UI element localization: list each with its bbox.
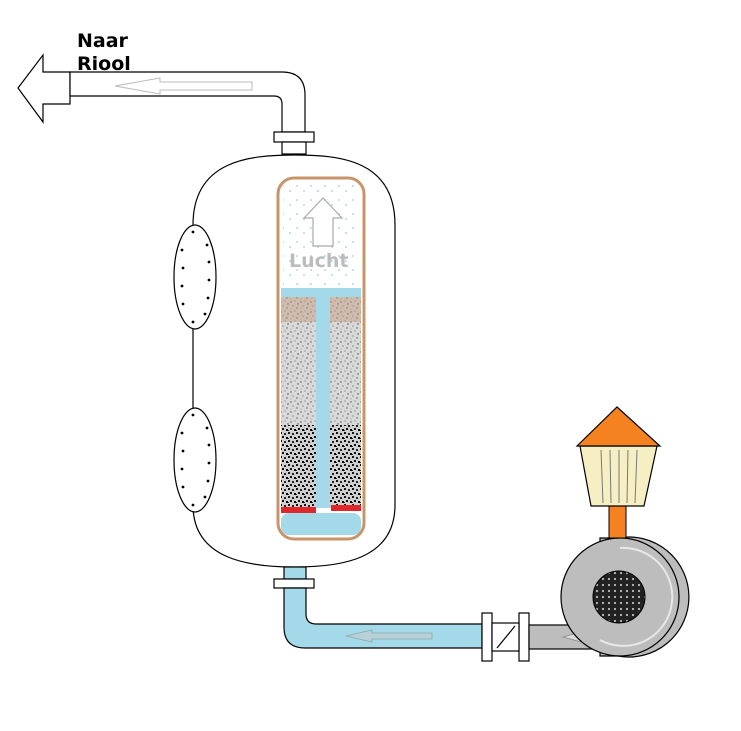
upper-manhole bbox=[173, 224, 217, 330]
central-riser bbox=[316, 297, 330, 508]
water-surface bbox=[281, 288, 361, 297]
outlet-flow-arrow bbox=[114, 77, 253, 95]
outlet-pipe bbox=[69, 71, 306, 133]
filter-cutaway: Lucht bbox=[276, 176, 366, 541]
air-up-arrow bbox=[302, 197, 344, 247]
outlet-label-line1: Naar bbox=[77, 30, 129, 52]
suction-strainer bbox=[575, 406, 662, 507]
lower-manhole bbox=[173, 407, 217, 513]
filter-plate-left bbox=[281, 507, 316, 513]
top-flange bbox=[273, 131, 315, 143]
centrifugal-pump bbox=[560, 536, 690, 658]
top-flange-neck bbox=[281, 141, 307, 155]
outlet-label-line2: Riool bbox=[77, 53, 131, 75]
strainer-stem bbox=[608, 505, 627, 539]
bottom-flange bbox=[273, 578, 315, 589]
inlet-flow-arrow bbox=[345, 629, 433, 643]
outlet-arrow bbox=[17, 53, 71, 124]
bottom-water bbox=[281, 513, 361, 535]
pump-impeller-eye bbox=[592, 570, 646, 624]
bottom-flange-neck bbox=[283, 566, 307, 580]
check-valve bbox=[481, 612, 530, 662]
filter-plate-right bbox=[331, 505, 361, 511]
air-label: Lucht bbox=[289, 250, 349, 272]
strainer-hood bbox=[575, 406, 662, 447]
